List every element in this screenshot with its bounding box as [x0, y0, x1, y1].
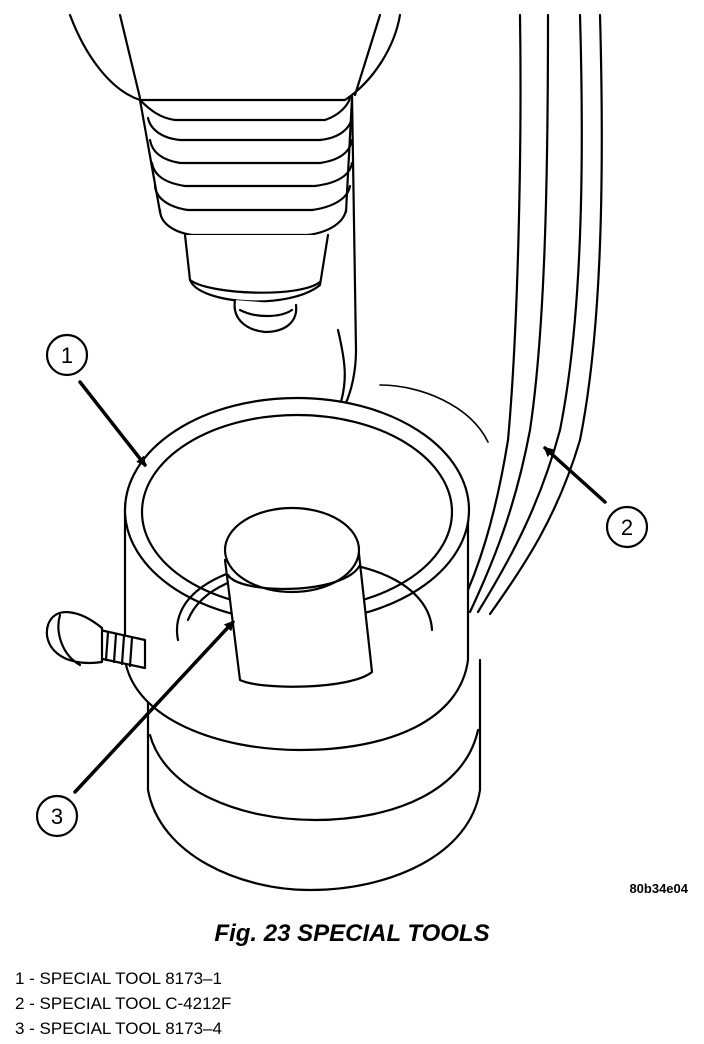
callout-3-label: 3	[51, 804, 63, 829]
callout-3-arrow	[73, 620, 235, 794]
callout-2-circle	[605, 505, 649, 549]
callout-2-arrow	[543, 446, 607, 504]
legend-item: 1 - SPECIAL TOOL 8173–1	[15, 969, 222, 988]
tool-handle	[68, 13, 402, 407]
special-tool-c-4212f	[379, 13, 603, 616]
callout-1-circle	[45, 333, 89, 377]
callout-3-circle	[35, 794, 79, 838]
legend-item: 3 - SPECIAL TOOL 8173–4	[15, 1019, 222, 1038]
callout-1-arrow	[78, 380, 147, 467]
art-code: 80b34e04	[629, 881, 688, 896]
callout-1-label: 1	[61, 343, 73, 368]
legend-list: 1 - SPECIAL TOOL 8173–1 2 - SPECIAL TOOL…	[15, 966, 231, 1041]
legend-item: 2 - SPECIAL TOOL C-4212F	[15, 994, 232, 1013]
thumb-screw	[45, 611, 147, 670]
ribbed-collar	[138, 96, 354, 334]
figure-caption: Fig. 23 SPECIAL TOOLS	[214, 920, 490, 947]
special-tools-illustration: 1 2 3 80b34e04	[35, 13, 689, 896]
callout-2-label: 2	[621, 515, 633, 540]
special-tool-8173-4	[223, 506, 374, 688]
